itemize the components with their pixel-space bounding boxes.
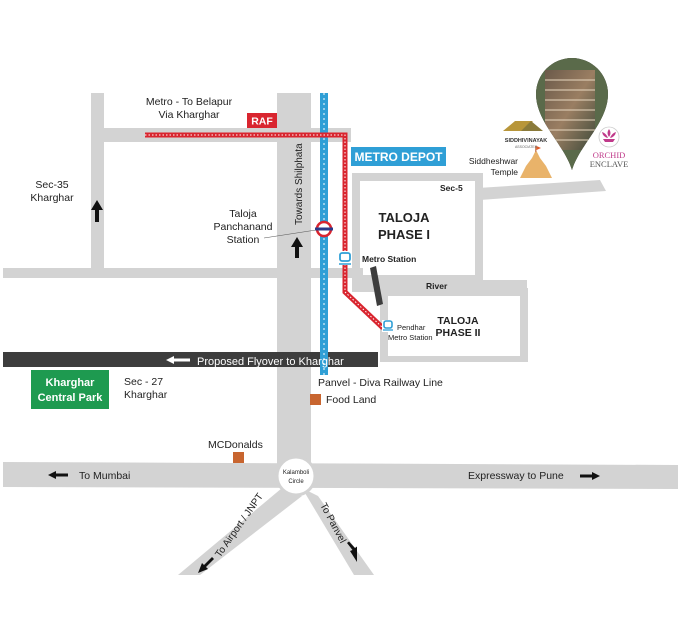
towards-shilphata-label: Towards Shilphata: [294, 143, 305, 225]
metro-depot-label: METRO DEPOT: [354, 150, 443, 164]
temple-label: Siddheshwar: [469, 156, 518, 166]
kalamboli-circle: [275, 455, 317, 497]
svg-text:ENCLAVE: ENCLAVE: [590, 159, 629, 169]
river-label: River: [426, 281, 448, 291]
kharghar-central-park: [31, 370, 109, 409]
taloja-phase1-label: PHASE I: [378, 227, 430, 242]
railway-station-icon: [315, 220, 333, 238]
metro-station-icon: [382, 320, 394, 332]
project-logo: ORCHID ENCLAVE: [590, 126, 629, 169]
taloja-phase2-label: TALOJA: [437, 315, 479, 327]
pendhar-label: Metro Station: [388, 333, 433, 342]
raf-label: RAF: [251, 116, 273, 128]
metro-belapur-label: Metro - To Belapur: [146, 96, 233, 108]
sec35-label: Sec-35: [35, 179, 68, 191]
taloja-phase1-label: TALOJA: [378, 210, 430, 225]
temple-label: Temple: [491, 167, 519, 177]
river-bridge: [370, 266, 383, 306]
railway-label: Panvel - Diva Railway Line: [318, 377, 443, 389]
metro-belapur-label: Via Kharghar: [158, 109, 220, 121]
sec27-label: Kharghar: [124, 389, 168, 401]
arrow-icon: [48, 200, 600, 573]
to-mumbai-label: To Mumbai: [79, 470, 130, 482]
temple-icon: [520, 146, 552, 178]
flyover-label: Proposed Flyover to Kharghar: [197, 356, 344, 368]
developer-logo: SIDDHIVINAYAK ASSOCIATES: [503, 121, 547, 149]
mcdonalds-label: MCDonalds: [208, 439, 263, 451]
sec5-label: Sec-5: [440, 183, 463, 193]
taloja-station-label: Taloja: [229, 208, 257, 220]
svg-text:ORCHID: ORCHID: [593, 150, 626, 160]
metro-station-icon: [338, 251, 352, 265]
proposed-flyover: [3, 352, 378, 367]
svg-text:SIDDHIVINAYAK: SIDDHIVINAYAK: [505, 138, 547, 144]
metro-depot-badge: [351, 147, 446, 166]
park-label: Kharghar: [46, 377, 96, 389]
pendhar-label: Pendhar: [397, 323, 426, 332]
raf-badge: [247, 113, 277, 128]
roads: [3, 93, 678, 575]
sec27-label: Sec - 27: [124, 376, 163, 388]
mcdonalds-marker: [233, 452, 244, 463]
circle-label: Kalamboli: [283, 470, 309, 476]
circle-label: Circle: [288, 479, 304, 485]
food-land-label: Food Land: [326, 394, 376, 406]
svg-text:ASSOCIATES: ASSOCIATES: [515, 145, 538, 149]
taloja-phase2-label: PHASE II: [436, 327, 481, 339]
taloja-station-label: Panchanand: [214, 221, 273, 233]
sec35-label: Kharghar: [30, 192, 74, 204]
park-label: Central Park: [38, 392, 104, 404]
food-land-marker: [310, 394, 321, 405]
metro-line: [145, 132, 385, 330]
taloja-station-label: Station: [227, 234, 260, 246]
metro-station-label: Metro Station: [362, 254, 416, 264]
expressway-label: Expressway to Pune: [468, 470, 564, 482]
